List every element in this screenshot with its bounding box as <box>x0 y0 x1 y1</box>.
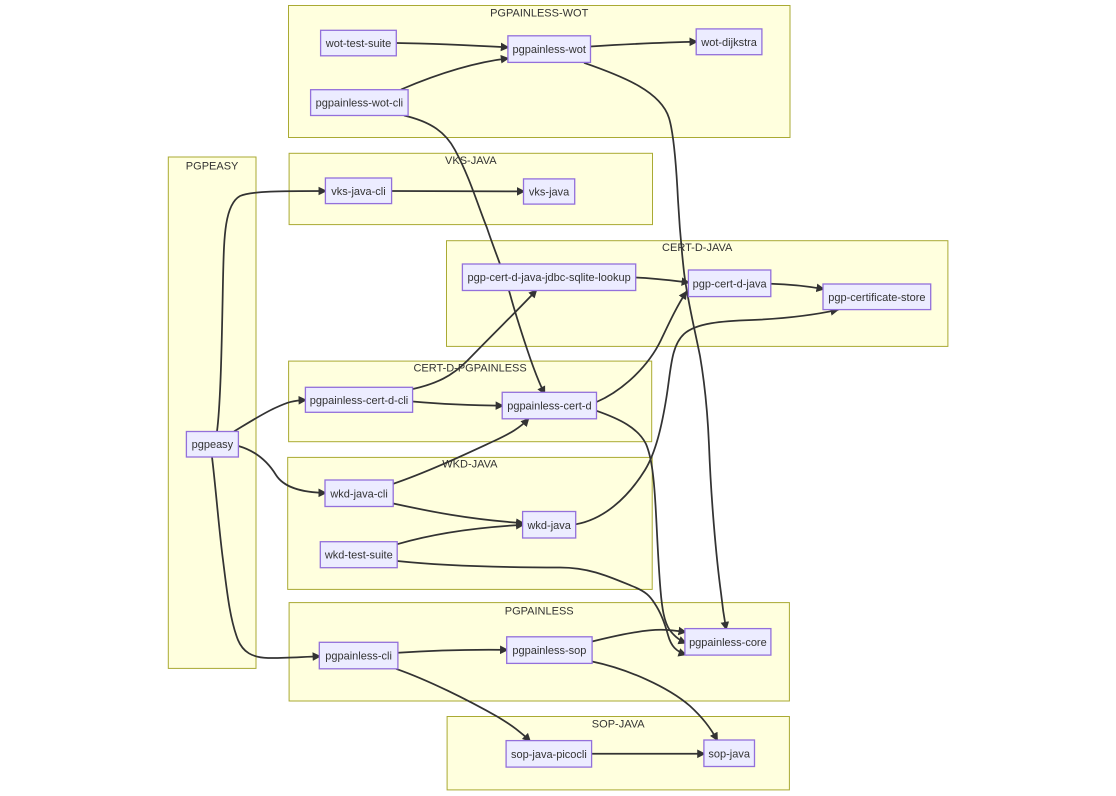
svg-text:wkd-java: wkd-java <box>526 520 571 532</box>
svg-text:pgp-cert-d-java: pgp-cert-d-java <box>693 278 768 290</box>
svg-text:pgp-cert-d-java-jdbc-sqlite-lo: pgp-cert-d-java-jdbc-sqlite-lookup <box>467 272 630 284</box>
svg-text:wkd-java-cli: wkd-java-cli <box>329 488 387 500</box>
svg-text:SOP-JAVA: SOP-JAVA <box>592 719 645 731</box>
svg-text:pgpainless-wot-cli: pgpainless-wot-cli <box>316 98 403 110</box>
svg-text:pgpeasy: pgpeasy <box>192 439 234 451</box>
svg-text:PGPAINLESS-WOT: PGPAINLESS-WOT <box>490 8 588 20</box>
svg-text:pgpainless-sop: pgpainless-sop <box>512 645 586 657</box>
svg-text:pgpainless-wot: pgpainless-wot <box>513 44 586 56</box>
svg-text:pgpainless-cert-d-cli: pgpainless-cert-d-cli <box>310 395 408 407</box>
svg-text:vks-java: vks-java <box>529 187 570 199</box>
svg-text:wkd-test-suite: wkd-test-suite <box>324 550 393 562</box>
svg-text:pgpainless-cli: pgpainless-cli <box>325 651 392 663</box>
svg-text:pgpainless-cert-d: pgpainless-cert-d <box>507 401 591 413</box>
svg-text:PGPEASY: PGPEASY <box>186 161 239 173</box>
svg-text:sop-java-picocli: sop-java-picocli <box>511 749 587 761</box>
svg-text:CERT-D-PGPAINLESS: CERT-D-PGPAINLESS <box>413 363 526 375</box>
svg-text:sop-java: sop-java <box>708 748 750 760</box>
svg-text:wot-dijkstra: wot-dijkstra <box>700 37 758 49</box>
svg-text:WKD-JAVA: WKD-JAVA <box>442 459 498 471</box>
svg-text:vks-java-cli: vks-java-cli <box>331 186 385 198</box>
svg-text:CERT-D-JAVA: CERT-D-JAVA <box>662 242 733 254</box>
svg-text:wot-test-suite: wot-test-suite <box>325 38 391 50</box>
svg-text:VKS-JAVA: VKS-JAVA <box>445 155 497 167</box>
svg-text:pgp-certificate-store: pgp-certificate-store <box>828 292 925 304</box>
svg-text:PGPAINLESS: PGPAINLESS <box>505 606 574 618</box>
svg-text:pgpainless-core: pgpainless-core <box>689 637 767 649</box>
